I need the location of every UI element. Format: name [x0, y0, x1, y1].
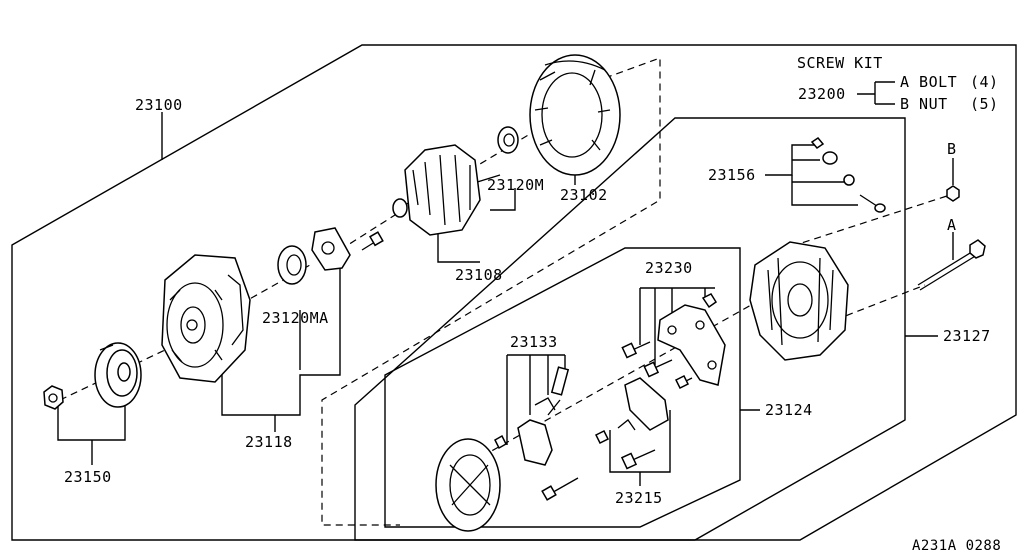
callout-23102: 23102	[560, 186, 608, 204]
pulley-part	[94, 342, 142, 408]
callout-23156: 23156	[708, 166, 756, 184]
callout-23150: 23150	[64, 468, 112, 486]
screw-kit-title: SCREW KIT	[797, 54, 883, 72]
stator-part	[529, 54, 621, 176]
bearing-front-part	[277, 245, 307, 285]
assembly-boundary-brush	[384, 247, 741, 528]
rear-housing-part	[749, 241, 849, 361]
callout-23230: 23230	[645, 259, 693, 277]
callout-23124: 23124	[765, 401, 813, 419]
assembly-boundary-23124	[354, 117, 906, 541]
insulator-parts	[810, 137, 886, 213]
front-cover-part	[161, 254, 251, 383]
bearing-rear-part	[497, 126, 519, 154]
callout-23120m: 23120M	[487, 176, 544, 194]
assembly-boundary-outer	[11, 44, 1017, 541]
rear-cover-small-part	[435, 438, 501, 532]
brush-holder-part	[494, 366, 579, 501]
callout-23127: 23127	[943, 327, 991, 345]
retainer-plate-part	[311, 227, 351, 271]
callout-23215: 23215	[615, 489, 663, 507]
screw-kit-nut-label: B NUT	[900, 95, 948, 113]
kit-nut-part	[946, 185, 960, 202]
callout-23120ma: 23120MA	[262, 309, 329, 327]
callout-23100: 23100	[135, 96, 183, 114]
callout-23108: 23108	[455, 266, 503, 284]
kit-bolt-part	[917, 239, 986, 291]
diagram-code: A231A 0288	[912, 538, 1001, 554]
screw-kit-part-number: 23200	[798, 85, 846, 103]
callout-23118: 23118	[245, 433, 293, 451]
nut-part	[43, 385, 64, 410]
ref-marker-a: A	[947, 216, 957, 234]
screw-kit-bolt-label: A BOLT	[900, 73, 957, 91]
leader-lines	[57, 81, 954, 486]
callout-23133: 23133	[510, 333, 558, 351]
terminal-part	[594, 377, 669, 470]
screw-kit-nut-qty: (5)	[970, 95, 999, 113]
ref-marker-b: B	[947, 140, 957, 158]
screw-kit-bolt-qty: (4)	[970, 73, 999, 91]
screw-part	[361, 231, 384, 251]
rectifier-part	[621, 293, 726, 390]
rotor-part	[392, 144, 501, 236]
